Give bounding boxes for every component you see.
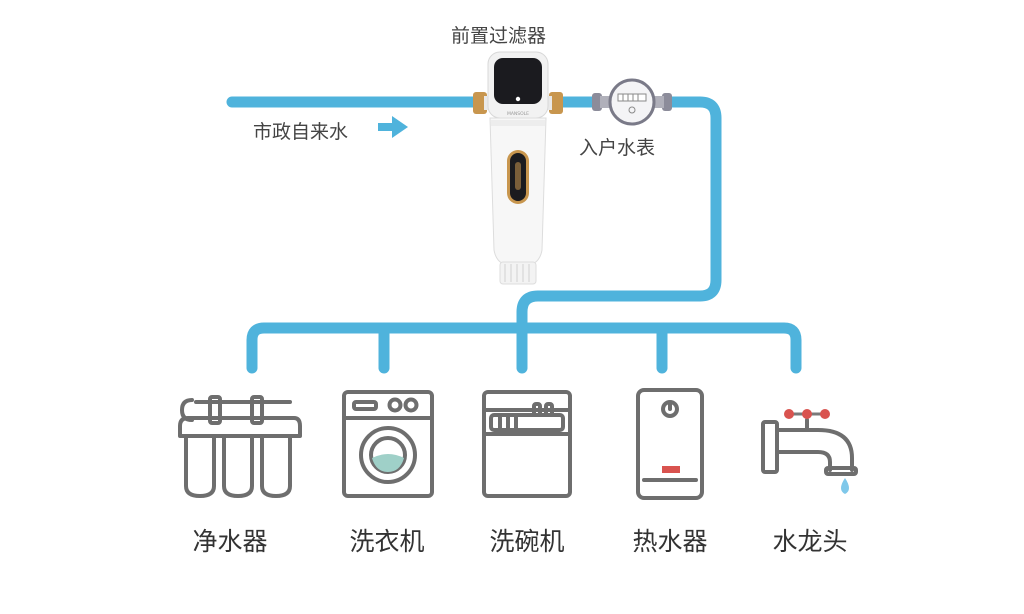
water-meter-label: 入户水表 xyxy=(579,137,656,159)
water-heater-icon xyxy=(636,388,704,500)
appliance-label-faucet: 水龙头 xyxy=(772,527,848,556)
faucet-valve-icon xyxy=(784,409,830,419)
prefilter-device-icon: MANSOLE xyxy=(473,51,563,285)
prefilter-label: 前置过滤器 xyxy=(451,25,547,47)
meter-to-manifold-pipe xyxy=(516,96,722,334)
faucet-icon xyxy=(761,418,858,476)
heater-badge-icon xyxy=(662,466,680,473)
appliance-label-heater: 热水器 xyxy=(632,527,708,556)
appliance-label-washer: 洗衣机 xyxy=(349,527,425,556)
water-drop-icon xyxy=(841,478,849,494)
water-purifier-icon xyxy=(178,395,302,498)
washing-machine-icon xyxy=(342,390,434,498)
svg-text:MANSOLE: MANSOLE xyxy=(507,111,529,117)
appliance-label-purifier: 净水器 xyxy=(192,527,268,556)
appliance-label-dishwasher: 洗碗机 xyxy=(489,527,565,556)
municipal-water-label: 市政自来水 xyxy=(253,121,349,143)
pipe-network xyxy=(226,96,802,374)
flow-arrow-icon xyxy=(378,116,408,138)
dishwasher-icon xyxy=(482,390,572,498)
water-meter-icon xyxy=(592,78,672,126)
